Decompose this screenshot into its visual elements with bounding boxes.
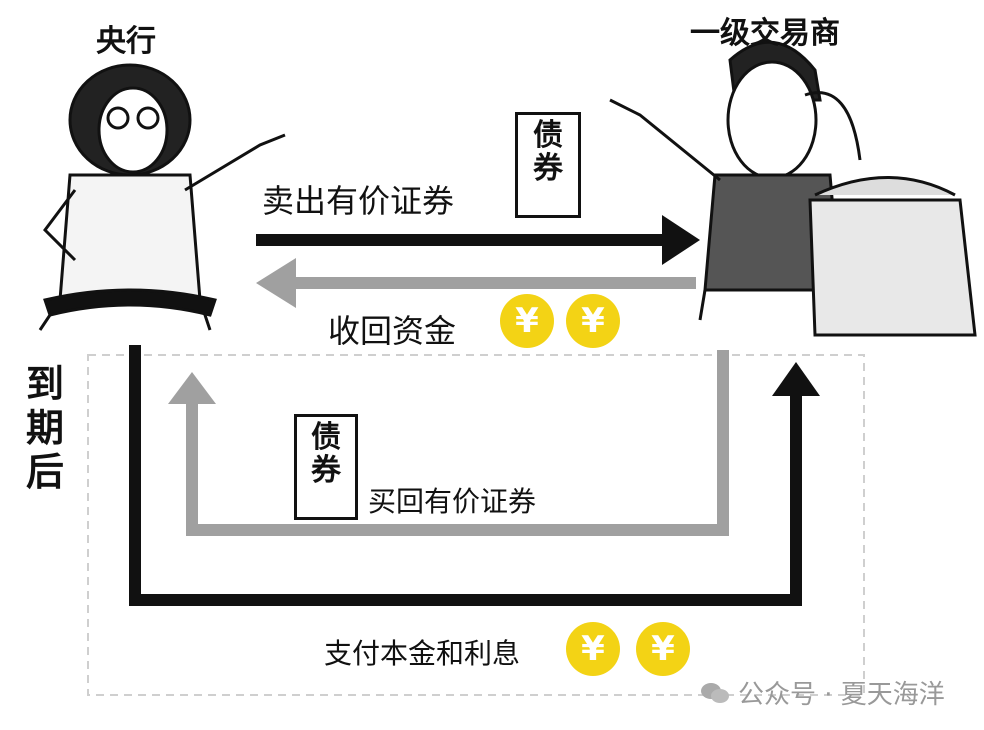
recover-funds-label: 收回资金 — [328, 312, 457, 350]
watermark: 公众号 · 夏天海洋 — [700, 674, 945, 711]
funds-arrow-head — [256, 258, 296, 308]
yuan-coin-icon: ¥ — [566, 622, 620, 676]
buy-back-label: 买回有价证券 — [368, 485, 537, 518]
bond-tag-top: 债券 — [515, 112, 581, 218]
payment-arrow-line — [129, 345, 802, 606]
yuan-coin-icon: ¥ — [636, 622, 690, 676]
maturity-frame — [87, 354, 865, 696]
yuan-coin-icon: ¥ — [500, 294, 554, 348]
maturity-label: 到期后 — [26, 362, 65, 494]
sell-securities-label: 卖出有价证券 — [262, 182, 455, 220]
buyback-arrow-line — [186, 350, 729, 536]
central-bank-figure — [38, 63, 286, 331]
buyback-arrow-head — [168, 372, 216, 404]
bond-tag-bottom: 债券 — [294, 414, 358, 520]
dealer-figure — [609, 40, 977, 337]
yuan-coin-icon: ¥ — [566, 294, 620, 348]
central-bank-label: 央行 — [96, 24, 156, 59]
sell-arrow-head — [662, 215, 700, 265]
payment-arrow-head — [772, 362, 820, 396]
pay-principal-label: 支付本金和利息 — [324, 637, 521, 670]
watermark-text: 公众号 · 夏天海洋 — [738, 680, 945, 710]
wechat-icon — [701, 682, 729, 703]
dealer-label: 一级交易商 — [690, 16, 840, 51]
